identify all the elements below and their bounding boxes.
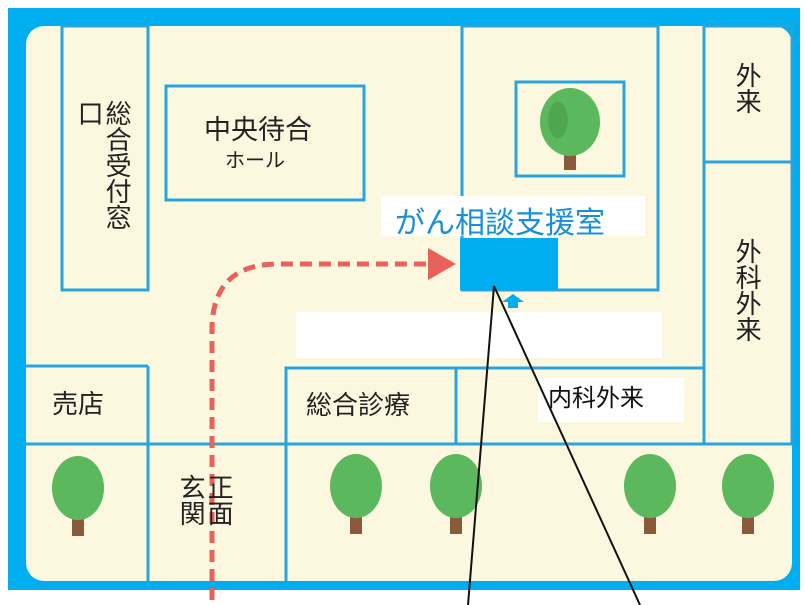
room-label-main-entrance: 正面玄関 <box>175 474 234 526</box>
cancer-consultation-room <box>460 238 558 290</box>
room-label-surgery-outpatient: 外科外来 <box>731 238 762 342</box>
tree-icon <box>540 88 600 170</box>
room-label-internal-medicine: 内科外来 <box>548 384 644 412</box>
room-label-general-consultation: 総合診療 <box>306 391 411 421</box>
room-central-waiting-hall <box>164 84 366 202</box>
entrance-arrow-icon <box>502 294 524 308</box>
tree-icon <box>722 454 774 534</box>
room-upper-right-block <box>460 24 660 292</box>
route-arrow-icon <box>428 248 456 280</box>
highlight-label-box: がん相談支援室 <box>381 196 645 241</box>
room-label-central-waiting-2: ホール <box>225 148 285 172</box>
tree-icon <box>52 456 104 536</box>
pointer-callout <box>467 285 641 605</box>
white-cover-box <box>296 312 662 358</box>
tree-icon <box>330 454 382 534</box>
tree-icon <box>624 454 676 534</box>
room-label-central-waiting-1: 中央待合 <box>204 115 312 146</box>
map-floor <box>26 26 792 581</box>
tree-icon <box>430 454 482 534</box>
highlight-label: がん相談支援室 <box>395 206 605 241</box>
room-label-shop: 売店 <box>52 390 105 420</box>
room-label-outpatient: 外来 <box>731 62 762 114</box>
room-label-general-reception: 総合受付窓口 <box>73 100 132 230</box>
white-label-box <box>538 378 684 422</box>
courtyard <box>514 80 626 178</box>
route-path <box>209 261 430 600</box>
room-general-reception <box>60 24 150 292</box>
